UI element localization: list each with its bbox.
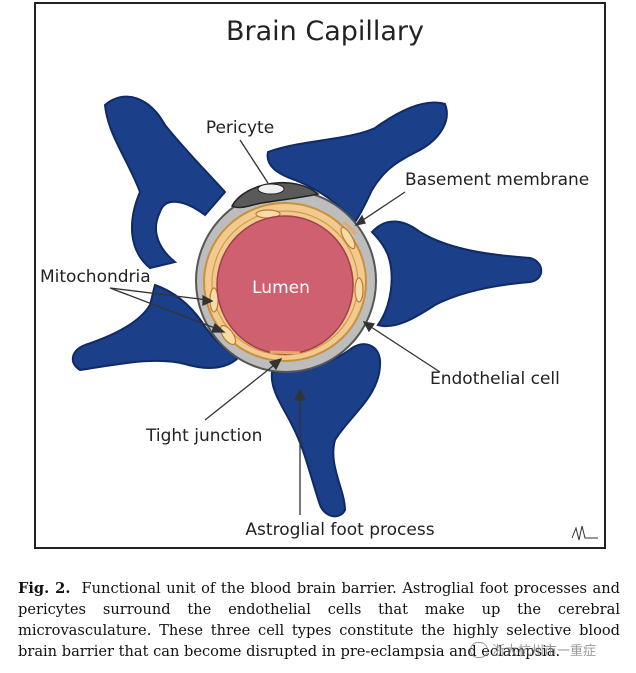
- mitochondrion: [219, 324, 237, 346]
- mitochondria-leader-2: [109, 287, 221, 331]
- astroglial-foot-top-right: [266, 101, 448, 224]
- wechat-icon: [470, 641, 488, 658]
- arrowhead: [202, 294, 214, 307]
- brain-capillary-diagram: Brain Capillary Pericyte Basement membra…: [40, 16, 598, 541]
- mitochondrion: [354, 277, 364, 303]
- label-basement-membrane: Basement membrane: [405, 170, 589, 190]
- astroglial-foot-top-left: [103, 95, 227, 270]
- artist-signature: [571, 525, 598, 541]
- tight-junction-leader: [204, 361, 279, 421]
- arrowhead: [211, 322, 226, 333]
- mitochondria-group: [209, 209, 364, 346]
- mitochondrion: [340, 226, 356, 250]
- arrowhead: [293, 388, 307, 401]
- tight-junction: [342, 220, 358, 236]
- astroglial-foot-bottom: [270, 343, 382, 518]
- arrowhead: [354, 214, 366, 226]
- pericyte-nucleus: [257, 183, 285, 195]
- leader-lines: [109, 139, 441, 515]
- caption-text: Functional unit of the blood brain barri…: [18, 580, 620, 660]
- watermark-text: 浙大杭州市一重症: [492, 644, 597, 659]
- label-pericyte: Pericyte: [206, 118, 274, 138]
- label-tight-junction: Tight junction: [145, 426, 262, 446]
- label-endothelial-cell: Endothelial cell: [430, 369, 560, 389]
- caption-fig-label: Fig. 2.: [18, 580, 71, 597]
- watermark: 浙大杭州市一重症: [470, 640, 596, 659]
- astroglial-foot-left: [71, 283, 240, 372]
- astroglial-foot-right: [370, 220, 543, 328]
- arrowhead: [362, 321, 376, 333]
- pericyte-leader: [239, 139, 269, 184]
- label-lumen: Lumen: [252, 278, 310, 298]
- astroglial-foot-processes: [71, 95, 543, 518]
- tight-junction: [269, 350, 301, 355]
- label-mitochondria: Mitochondria: [40, 267, 151, 287]
- endothelial-cell-leader: [367, 324, 441, 373]
- diagram-title: Brain Capillary: [226, 16, 424, 47]
- figure-caption: Fig. 2. Functional unit of the blood bra…: [18, 578, 620, 662]
- mitochondria-leader-1: [109, 287, 209, 301]
- label-astroglial-foot-process: Astroglial foot process: [245, 520, 434, 540]
- basement-membrane-leader: [359, 191, 406, 223]
- arrowhead: [268, 357, 283, 371]
